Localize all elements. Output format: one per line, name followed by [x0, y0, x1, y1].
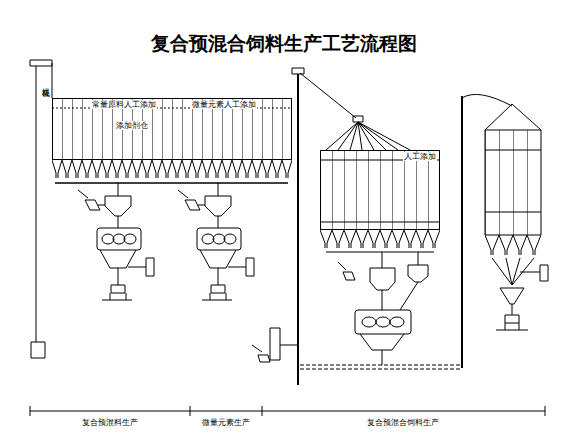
batching-line — [78, 183, 154, 300]
diagram-title: 复合预混合饲料生产工艺流程图 — [0, 32, 567, 54]
feed-chute — [52, 63, 53, 98]
air-duct — [128, 267, 146, 268]
air-duct — [520, 272, 540, 273]
section-label: 复合预混料生产 — [82, 418, 138, 427]
bin-label: 常量原料人工添加 — [91, 100, 157, 109]
surge-hopper — [360, 334, 404, 365]
elevator-head — [292, 68, 304, 74]
packing-stand — [496, 323, 528, 330]
packing-scale — [505, 315, 519, 323]
mixer-rotor — [390, 317, 404, 327]
bin-levels — [485, 150, 541, 212]
bin-walls — [52, 98, 292, 160]
mixer — [97, 228, 141, 250]
mixer-rotor — [113, 234, 125, 244]
manual-dump — [78, 190, 105, 210]
chute — [118, 268, 119, 285]
bin-walls — [485, 130, 541, 235]
conveyor-pipe — [462, 94, 512, 106]
left-section — [30, 60, 292, 358]
surge-hopper — [100, 250, 136, 268]
distributor — [353, 116, 363, 122]
bin-label: 添加剂仓 — [115, 121, 149, 130]
manual-dump — [252, 345, 298, 362]
mixer — [355, 310, 411, 334]
chute — [118, 183, 119, 196]
elevator-head — [30, 60, 52, 66]
section-label: 复合预混合饲料生产 — [367, 418, 439, 427]
bin-bank: 常量原料人工添加 微量元素人工添加添加剂仓 — [52, 98, 292, 160]
elevator-boot — [31, 342, 45, 358]
bin-hoppers — [52, 160, 292, 178]
mixer-rotor — [376, 317, 390, 327]
cone-hopper — [500, 288, 524, 304]
section-bracket — [30, 406, 545, 416]
dump-pit — [270, 328, 280, 360]
bucket-elevator — [36, 62, 37, 342]
batching-line — [178, 183, 254, 300]
chute — [382, 282, 418, 310]
bucket-elevator — [461, 96, 463, 368]
bin-label: 微量元素人工添加 — [191, 100, 257, 109]
bin-hoppers — [320, 230, 440, 248]
mixer-rotor — [362, 317, 376, 327]
bucket-elevator — [297, 72, 299, 385]
chute — [512, 304, 513, 315]
bin-bank: 人工添加 — [320, 150, 440, 230]
scale-hopper — [105, 196, 131, 216]
bin-roof — [485, 104, 541, 130]
transfer-conveyor — [300, 365, 462, 369]
bin-hoppers — [485, 235, 541, 255]
scale-hopper — [370, 268, 395, 290]
manual-dump — [338, 262, 355, 280]
packing-stand — [102, 293, 132, 300]
scale-hopper — [408, 265, 428, 282]
mixer-rotor — [102, 234, 114, 244]
bin-walls — [320, 150, 440, 230]
right-section — [252, 68, 548, 385]
dust-collector — [146, 258, 154, 276]
mixer-rotor — [124, 234, 136, 244]
conveyor-pipe — [300, 73, 356, 118]
distributor-pipes — [326, 122, 410, 150]
bin-label: 人工添加 — [403, 152, 437, 161]
chute — [118, 216, 119, 228]
dust-collector — [540, 265, 548, 281]
packing-scale — [111, 285, 125, 293]
collecting-conveyor — [55, 182, 288, 184]
section-label: 微量元素生产 — [202, 418, 250, 427]
bin-levels — [320, 160, 440, 222]
